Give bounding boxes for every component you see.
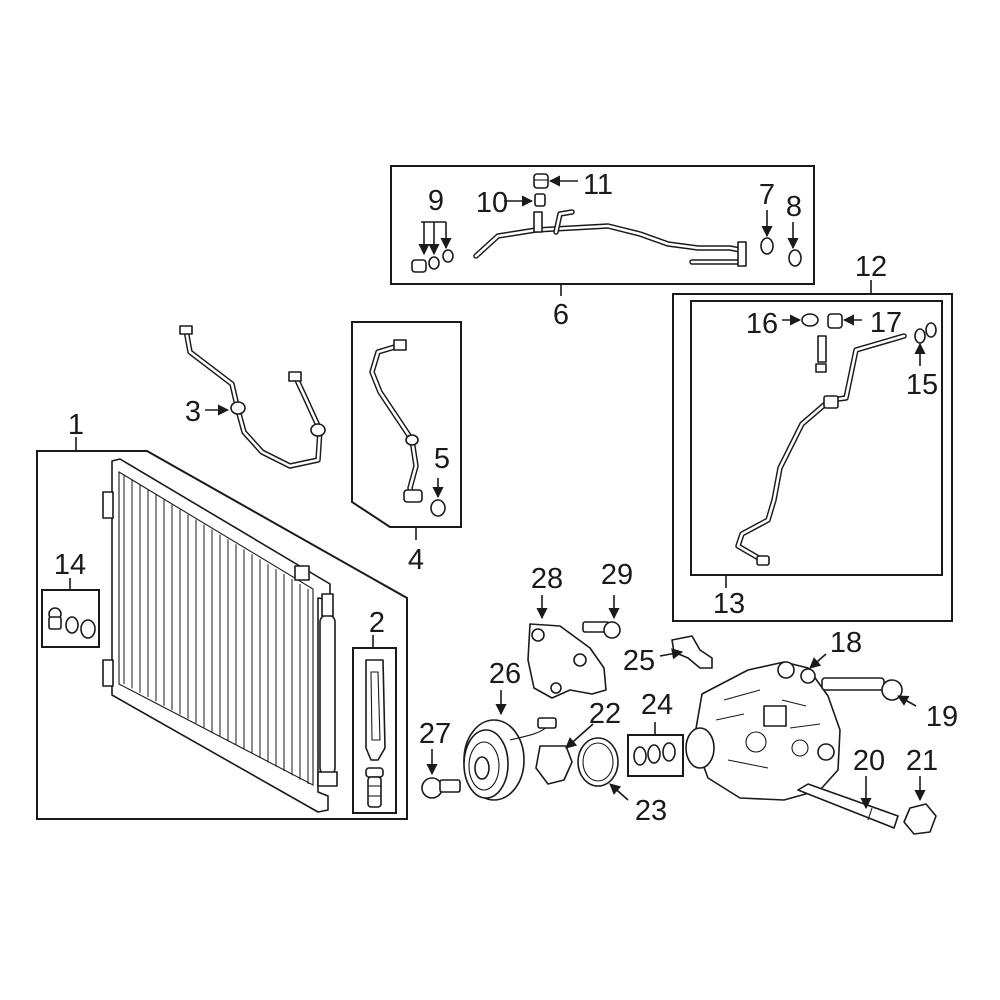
desiccant-bag (365, 659, 386, 761)
callout-11: 11 (583, 169, 613, 201)
oring-7 (760, 237, 774, 255)
line-13-inner-frame (690, 300, 943, 576)
bolt-29 (582, 621, 621, 639)
callout-5: 5 (434, 443, 450, 475)
callout-labels: 1 2 3 4 5 6 7 8 9 10 11 12 13 14 15 16 1… (54, 169, 958, 827)
oring-8 (788, 249, 802, 267)
callout-6: 6 (553, 299, 569, 331)
callout-1: 1 (68, 409, 84, 441)
callout-8: 8 (786, 191, 802, 223)
receiver-base (317, 771, 338, 787)
callout-3: 3 (185, 396, 201, 428)
clutch-pulley-26 (463, 717, 557, 801)
bolt-27 (421, 777, 461, 799)
callout-20: 20 (853, 745, 885, 777)
nut-21 (903, 803, 937, 835)
sensor-17 (827, 313, 843, 329)
callout-28: 28 (531, 563, 563, 595)
valve-core-10 (534, 193, 546, 207)
leader-lines (69, 175, 926, 810)
callout-25: 25 (623, 645, 655, 677)
callout-26: 26 (489, 658, 521, 690)
callout-19: 19 (926, 701, 958, 733)
compressor-18 (685, 661, 841, 801)
cap-16 (801, 313, 819, 327)
callout-10: 10 (476, 187, 508, 219)
line-6-frame (390, 165, 815, 285)
snap-ring-23 (577, 737, 619, 787)
condenser-mount-bottom (102, 659, 114, 687)
callout-15: 15 (906, 369, 938, 401)
callout-23: 23 (635, 795, 667, 827)
callout-18: 18 (830, 627, 862, 659)
callout-13: 13 (713, 588, 745, 620)
callout-27: 27 (419, 718, 451, 750)
oring-5 (430, 499, 446, 517)
callout-2: 2 (369, 607, 385, 639)
cap-11 (533, 173, 549, 189)
receiver-cap (321, 593, 334, 617)
fitting-set-14 (48, 607, 96, 639)
line-12-outer-frame (672, 293, 953, 622)
hose-4 (369, 339, 423, 503)
receiver-kit-frame (352, 647, 397, 814)
callout-4: 4 (408, 544, 424, 576)
callout-7: 7 (759, 179, 775, 211)
callout-24: 24 (641, 689, 673, 721)
callout-9: 9 (428, 185, 444, 217)
shim-22 (535, 745, 573, 785)
callout-21: 21 (906, 745, 938, 777)
oring-15-b (925, 322, 937, 338)
hose-3 (179, 325, 326, 469)
condenser-bracket (294, 565, 310, 581)
callout-22: 22 (589, 698, 621, 730)
bolt-19 (821, 677, 903, 701)
stud-20 (797, 783, 899, 829)
fitting-set-9 (411, 249, 454, 273)
callout-17: 17 (870, 307, 902, 339)
suction-line-13 (735, 333, 907, 566)
liquid-line-6 (473, 209, 747, 267)
condenser-fins (123, 475, 309, 784)
condenser (102, 458, 338, 813)
callout-16: 16 (746, 308, 778, 340)
callout-12: 12 (855, 251, 887, 283)
hose-4-frame (351, 321, 462, 528)
receiver-tank (319, 614, 336, 776)
condenser-mount-top (102, 491, 114, 519)
oring-15-a (914, 328, 926, 344)
callout-14: 14 (54, 549, 86, 581)
callout-29: 29 (601, 559, 633, 591)
condenser-group-frame (36, 450, 408, 820)
bracket-28 (527, 623, 607, 699)
oring-set-24 (633, 742, 676, 766)
filter-plug (365, 767, 384, 808)
